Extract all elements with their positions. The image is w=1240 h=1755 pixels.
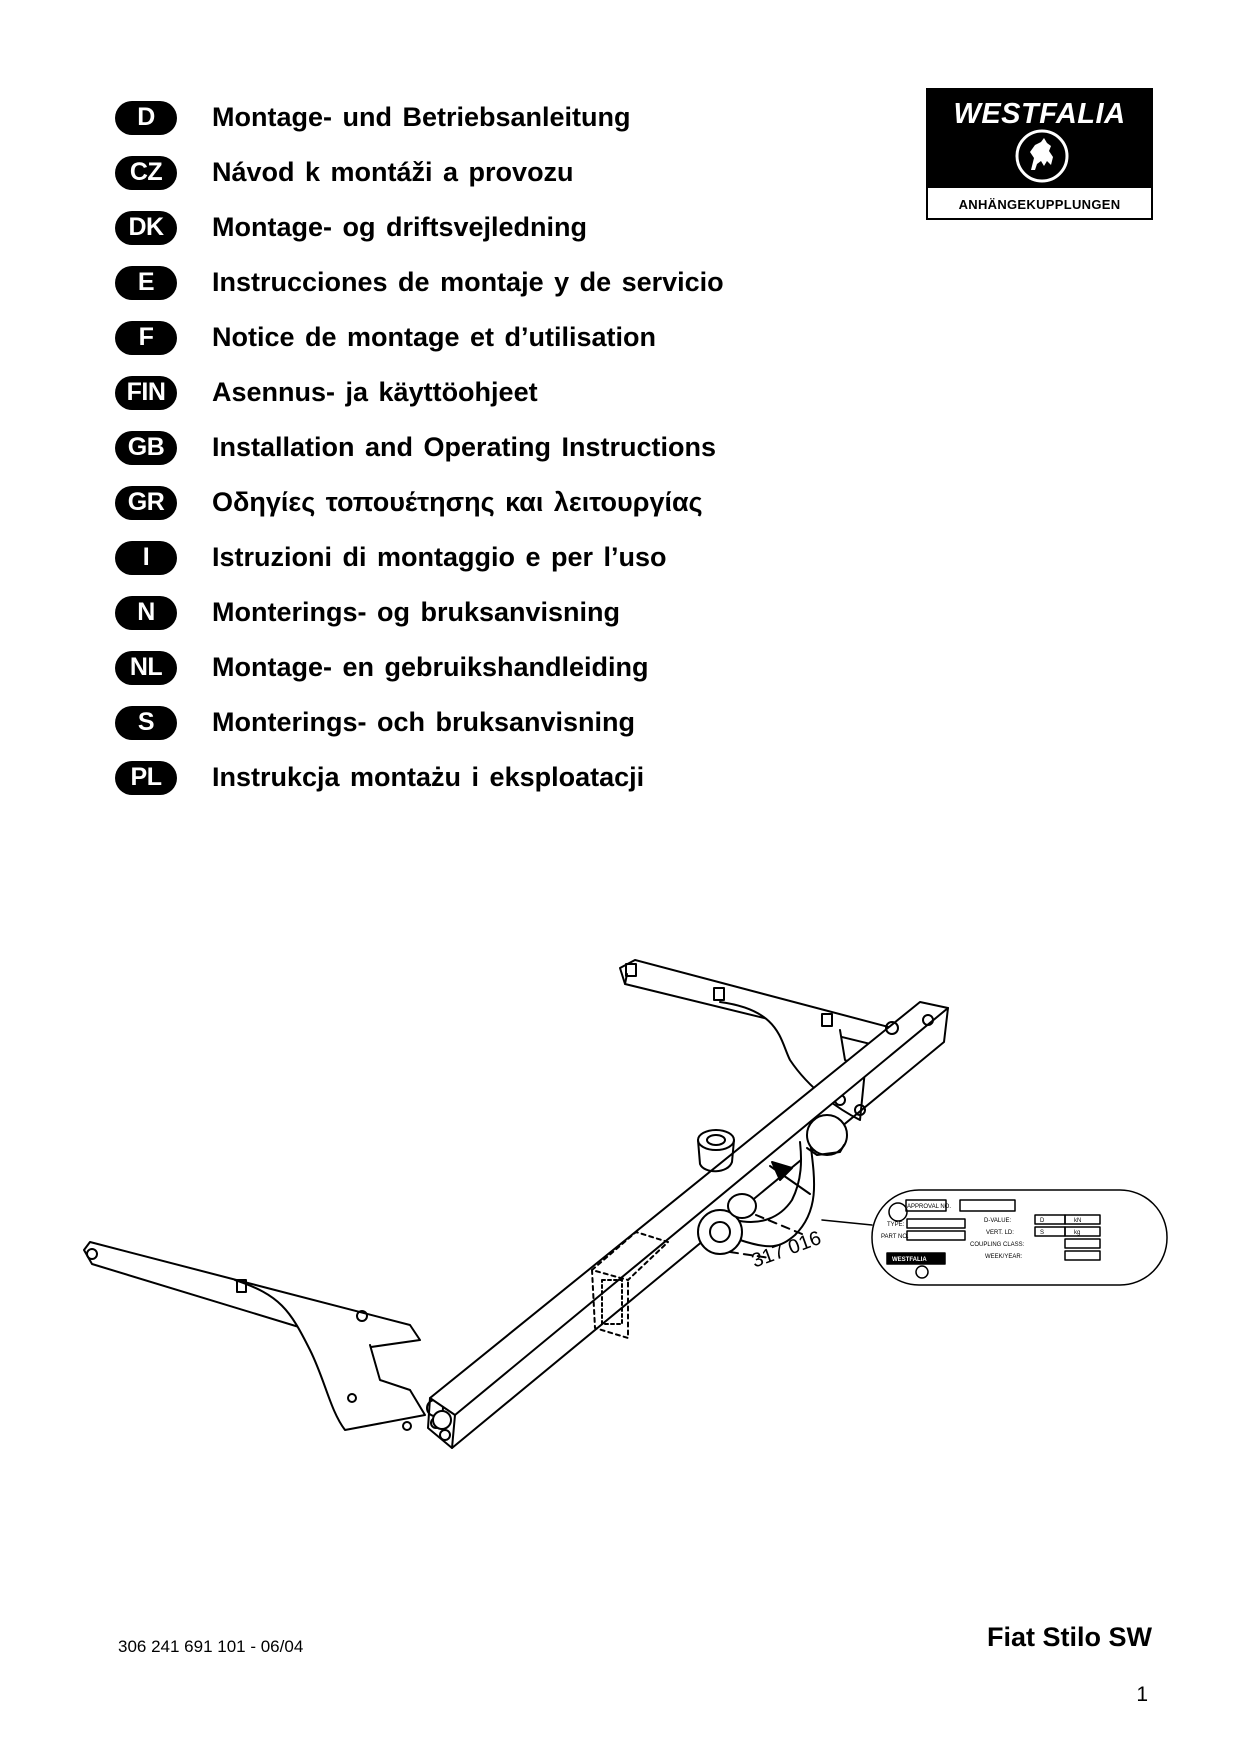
- language-title: Οδηγίες τοπουέτησης και λειτουργίας: [212, 487, 703, 517]
- language-title: Instrukcja montażu i eksploatacji: [212, 762, 645, 792]
- document-number: 306 241 691 101 - 06/04: [118, 1637, 304, 1656]
- language-row-f: F Notice de montage et d’utilisation: [115, 310, 835, 365]
- plate-kg-label: kg: [1074, 1230, 1080, 1236]
- language-list: D Montage- und Betriebsanleitung CZ Návod …: [115, 90, 835, 805]
- language-row-cz: CZ Návod k montáži a provozu: [115, 145, 835, 200]
- logo-banner: WESTFALIA: [928, 90, 1151, 188]
- language-title: Monterings- och bruksanvisning: [212, 707, 636, 737]
- plate-brand-label: WESTFALIA: [892, 1257, 927, 1263]
- vehicle-model: Fiat Stilo SW: [987, 1622, 1152, 1652]
- language-badge: DK: [115, 210, 177, 245]
- language-row-e: E Instrucciones de montaje y de servicio: [115, 255, 835, 310]
- language-badge: I: [115, 540, 177, 575]
- tow-bar-drawing: 317 016 APPROVAL NO. TYPE: PART NO. D-VA…: [83, 959, 1168, 1449]
- language-badge: GR: [115, 485, 177, 520]
- plate-approval-label: APPROVAL NO.: [907, 1204, 951, 1210]
- cross-beam: [427, 1001, 949, 1449]
- plate-week-label: WEEK/YEAR:: [985, 1254, 1023, 1260]
- socket-boss: [697, 1129, 735, 1173]
- plate-dvalue-label: D-VALUE:: [984, 1218, 1012, 1224]
- language-badge: PL: [115, 760, 177, 795]
- language-badge: E: [115, 265, 177, 300]
- horse-emblem-icon: [1015, 129, 1069, 183]
- plate-kn-label: kN: [1074, 1218, 1081, 1224]
- language-badge: FIN: [115, 375, 177, 410]
- plate-d-label: D: [1040, 1218, 1045, 1224]
- language-badge: CZ: [115, 155, 177, 190]
- language-row-n: N Monterings- og bruksanvisning: [115, 585, 835, 640]
- left-bracket: [83, 1241, 444, 1431]
- ball-coupling: [697, 1114, 848, 1259]
- language-row-gr: GR Οδηγίες τοπουέτησης και λειτουργίας: [115, 475, 835, 530]
- language-title: Notice de montage et d’utilisation: [212, 322, 657, 352]
- language-row-pl: PL Instrukcja montażu i eksploatacji: [115, 750, 835, 805]
- language-badge: F: [115, 320, 177, 355]
- language-title: Instrucciones de montaje y de servicio: [212, 267, 724, 297]
- logo-brand: WESTFALIA: [953, 98, 1126, 130]
- language-title: Installation and Operating Instructions: [212, 432, 717, 462]
- language-row-s: S Monterings- och bruksanvisning: [115, 695, 835, 750]
- language-title: Monterings- og bruksanvisning: [212, 597, 621, 627]
- right-bracket: [619, 959, 901, 1121]
- language-row-nl: NL Montage- en gebruikshandleiding: [115, 640, 835, 695]
- type-plate: APPROVAL NO. TYPE: PART NO. D-VALUE: D k…: [871, 1189, 1168, 1286]
- language-badge: GB: [115, 430, 177, 465]
- language-title: Montage- en gebruikshandleiding: [212, 652, 649, 682]
- logo-subtitle: ANHÄNGEKUPPLUNGEN: [958, 197, 1121, 212]
- language-badge: NL: [115, 650, 177, 685]
- plate-vertld-label: VERT. LD:: [986, 1230, 1014, 1236]
- language-title: Montage- og driftsvejledning: [212, 212, 587, 242]
- language-badge: N: [115, 595, 177, 630]
- plate-s-label: S: [1040, 1230, 1044, 1236]
- language-row-d: D Montage- und Betriebsanleitung: [115, 90, 835, 145]
- language-row-fin: FIN Asennus- ja käyttöohjeet: [115, 365, 835, 420]
- plate-type-label: TYPE:: [887, 1222, 905, 1228]
- language-row-dk: DK Montage- og driftsvejledning: [115, 200, 835, 255]
- plate-part-label: PART NO.: [881, 1234, 909, 1240]
- language-badge: S: [115, 705, 177, 740]
- language-row-i: I Istruzioni di montaggio e per l’uso: [115, 530, 835, 585]
- page-number: 1: [1136, 1683, 1148, 1706]
- language-title: Istruzioni di montaggio e per l’uso: [212, 542, 667, 572]
- language-row-gb: GB Installation and Operating Instruction…: [115, 420, 835, 475]
- language-title: Návod k montáži a provozu: [212, 157, 574, 187]
- westfalia-logo: WESTFALIA ANHÄNGEKUPPLUNGEN: [926, 88, 1153, 220]
- language-title: Montage- und Betriebsanleitung: [212, 102, 631, 132]
- language-badge: D: [115, 100, 177, 135]
- language-title: Asennus- ja käyttöohjeet: [212, 377, 538, 407]
- plate-class-label: COUPLING CLASS:: [970, 1242, 1025, 1248]
